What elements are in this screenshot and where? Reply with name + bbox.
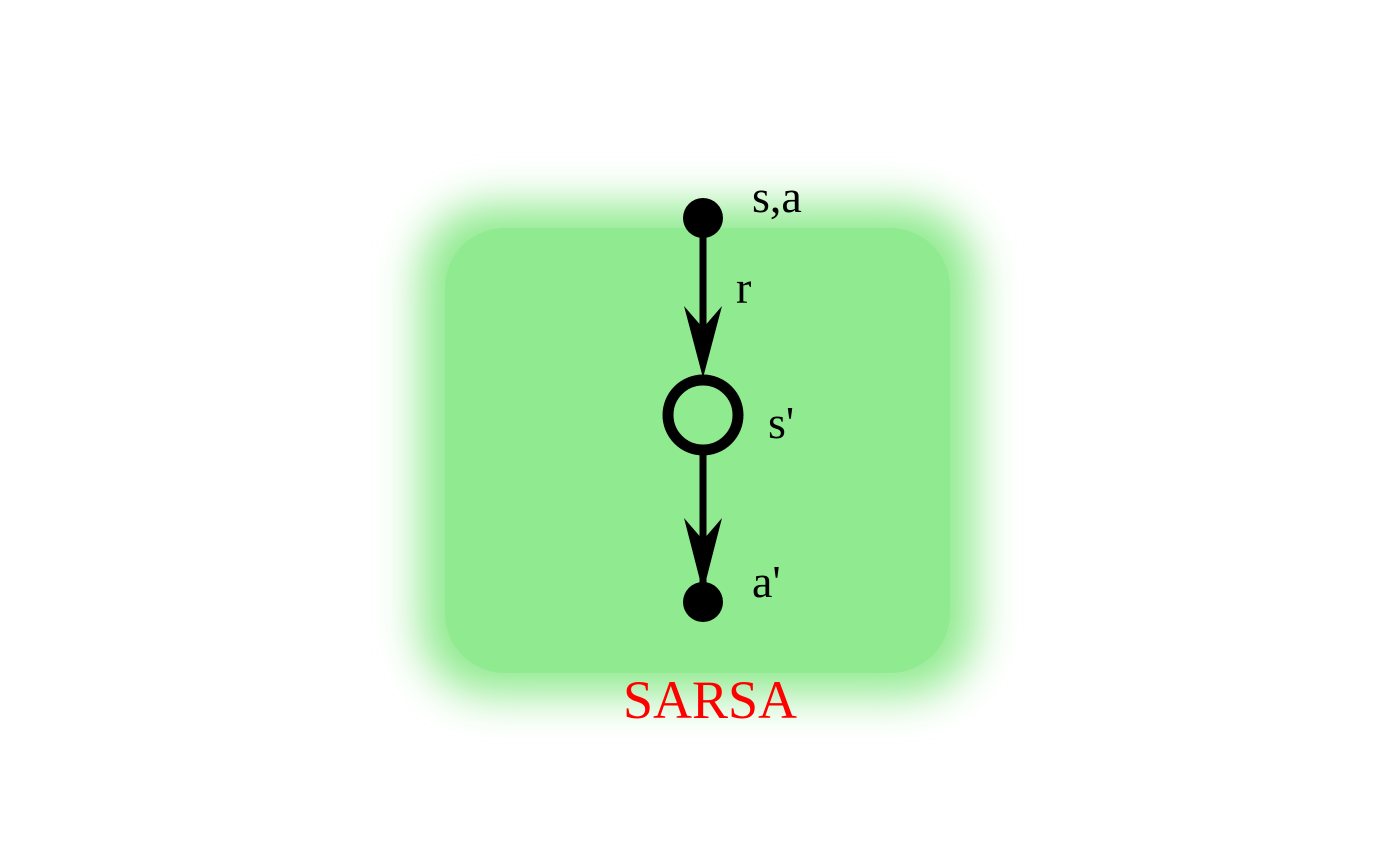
edge-reward-label: r <box>736 262 751 313</box>
node-next-state <box>662 374 744 456</box>
node-state-action-label: s,a <box>752 171 802 222</box>
edge-action-arrowhead <box>684 518 722 592</box>
node-state-action <box>683 198 723 238</box>
node-next-action-label: a' <box>752 556 781 607</box>
node-next-action <box>683 582 723 622</box>
diagram-title: SARSA <box>623 670 797 730</box>
node-next-state-label: s' <box>768 397 794 448</box>
edge-reward-arrowhead <box>684 306 722 378</box>
